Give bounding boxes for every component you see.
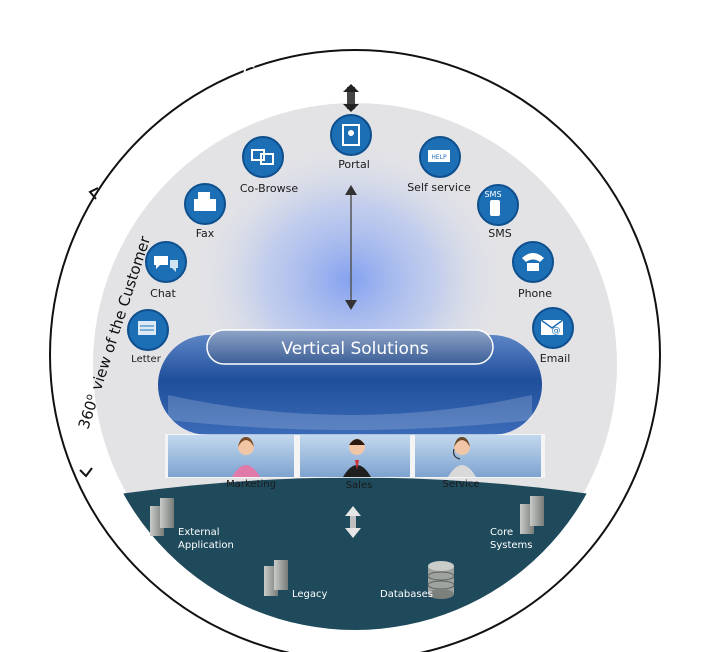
side-arrow-top: [88, 187, 99, 200]
department-service[interactable]: Service: [415, 435, 541, 490]
channel-chat-label: Chat: [150, 287, 176, 300]
department-sales-label: Sales: [346, 480, 373, 491]
channel-chat[interactable]: Chat: [145, 241, 187, 300]
svg-text:@: @: [552, 326, 561, 336]
department-service-label: Service: [443, 479, 480, 490]
outer-ring: [49, 49, 661, 652]
top-updown-arrow-icon: [343, 84, 359, 112]
backend-databases-label: Databases: [380, 589, 433, 600]
sales-person-icon: [343, 439, 371, 477]
channel-self-service-label: Self service: [407, 181, 471, 194]
database-icon: [427, 561, 455, 599]
channel-sms[interactable]: SMS SMS: [477, 184, 519, 240]
server-icon: [520, 496, 544, 534]
channel-email[interactable]: @ Email: [532, 307, 574, 365]
server-icon: [150, 498, 174, 536]
backend-core-line-2: Systems: [490, 540, 533, 551]
channel-portal[interactable]: Portal: [330, 114, 372, 171]
channel-letter-label: Letter: [131, 354, 162, 365]
sms-icon-text: SMS: [484, 190, 501, 199]
department-marketing[interactable]: Marketing: [168, 435, 294, 490]
side-label-degree: o: [84, 393, 96, 402]
vertical-solutions-block: Vertical Solutions: [158, 329, 542, 435]
server-icon: [264, 560, 288, 596]
channel-portal-label: Portal: [338, 158, 370, 171]
marketing-person-icon: [232, 437, 260, 477]
phone-icon: [512, 241, 554, 283]
channel-sms-label: SMS: [488, 227, 511, 240]
channel-co-browse[interactable]: Co-Browse: [240, 136, 298, 195]
channel-fax[interactable]: Fax: [184, 183, 226, 240]
side-arrow-bottom: [79, 467, 93, 478]
vertical-title: Vertical Solutions: [281, 339, 428, 359]
channel-phone-label: Phone: [518, 287, 552, 300]
backend-external-line-2: Application: [178, 540, 234, 551]
channel-fax-label: Fax: [196, 227, 215, 240]
service-person-icon: [448, 437, 476, 477]
backend-legacy-label: Legacy: [292, 589, 328, 600]
backend-core-systems[interactable]: Core Systems: [490, 496, 544, 551]
backend-legacy[interactable]: Legacy: [264, 560, 328, 600]
channel-group: Letter Chat Fax Co-Browse Portal: [127, 114, 574, 365]
center-connector: [345, 185, 357, 310]
vertical-title-pill: [206, 329, 494, 365]
channel-phone[interactable]: Phone: [512, 241, 554, 300]
header-title: Customer Touch Points: [243, 62, 448, 83]
backend-external-application[interactable]: External Application: [150, 498, 234, 551]
channel-email-label: Email: [540, 352, 571, 365]
backend-core-line-1: Core: [490, 527, 513, 538]
backend-external-line-1: External: [178, 527, 220, 538]
channel-letter[interactable]: Letter: [127, 309, 169, 365]
department-marketing-label: Marketing: [226, 479, 276, 490]
bottom-updown-arrow-icon: [345, 506, 361, 538]
backend-databases[interactable]: Databases: [380, 561, 455, 600]
channel-self-service[interactable]: HELP Self service: [407, 136, 471, 194]
department-sales[interactable]: Sales: [300, 435, 410, 491]
department-strip: Marketing Sales Service: [165, 434, 545, 491]
help-icon-text: HELP: [431, 154, 447, 161]
channel-co-browse-label: Co-Browse: [240, 182, 298, 195]
